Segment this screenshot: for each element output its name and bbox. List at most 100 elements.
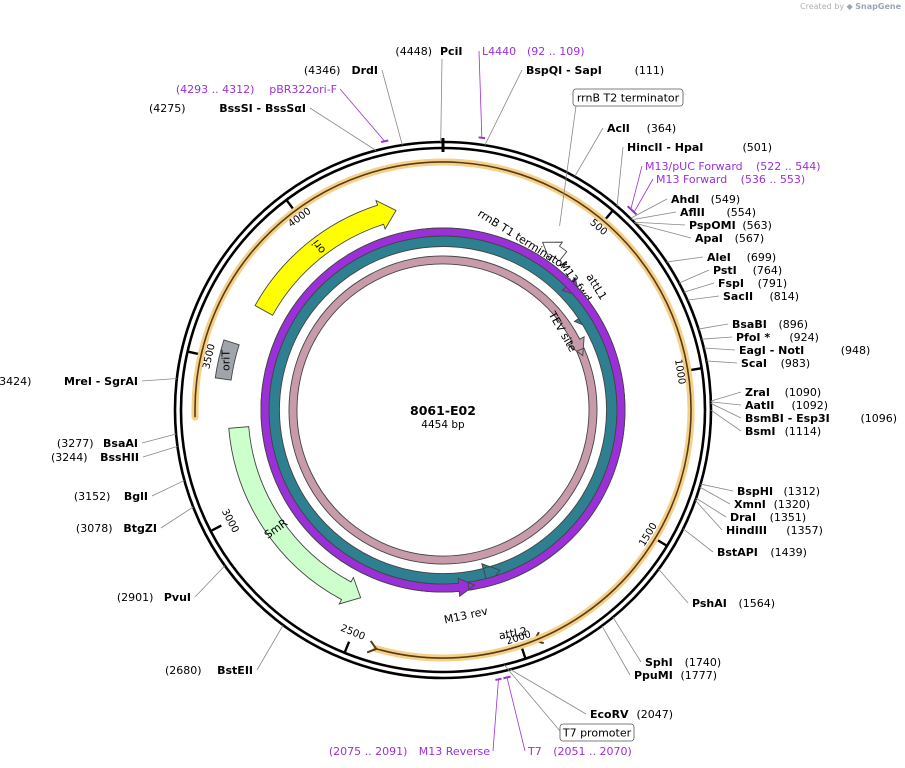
primer-l4440[interactable]: L4440 (92 .. 109): [478, 45, 585, 140]
site-position: (1777): [681, 669, 718, 682]
site-name: AleI: [707, 251, 731, 264]
site-zrai[interactable]: ZraI(1090): [745, 386, 821, 399]
site-leader: [678, 269, 710, 284]
site-position: (4448): [395, 45, 432, 58]
site-leader: [634, 221, 686, 226]
site-bsshii[interactable]: BssHII (3244): [51, 451, 139, 464]
site-leader: [141, 378, 177, 382]
site-leader: [612, 616, 642, 663]
primer-range: (4293 .. 4312): [176, 83, 255, 96]
primer-t7[interactable]: T7(2051 .. 2070): [503, 675, 632, 758]
site-name: SphI: [645, 656, 673, 669]
primer-m13puc[interactable]: M13/pUC Forward(522 .. 544): [627, 160, 821, 213]
site-bspqi[interactable]: BspQI - SapI(111): [526, 64, 664, 77]
center-title: 8061-E02 4454 bp: [410, 403, 476, 431]
plasmid-length: 4454 bp: [421, 419, 465, 431]
site-srgai[interactable]: MreI - SgrAI(3424): [0, 375, 138, 388]
site-leader: [630, 198, 668, 219]
site-fspi[interactable]: FspI(791): [718, 277, 787, 290]
site-pfoi[interactable]: PfoI *(924): [736, 331, 819, 344]
site-leader: [194, 565, 226, 598]
site-btgzi[interactable]: BtgZI(3078): [76, 522, 157, 535]
site-position: (1312): [784, 485, 821, 498]
site-leader: [141, 433, 177, 444]
site-pspomi[interactable]: PspOMI(563): [689, 219, 772, 232]
site-position: (3277): [57, 437, 94, 450]
site-leader: [683, 282, 715, 293]
site-position: (3244): [51, 451, 88, 464]
site-xmni[interactable]: XmnI(1320): [734, 498, 810, 511]
site-bsabi[interactable]: BsaBI(896): [732, 318, 808, 331]
site-leader: [687, 295, 720, 301]
site-hindiii[interactable]: HindIII(1357): [726, 524, 823, 537]
site-aflii[interactable]: AflII(554): [680, 206, 756, 219]
site-bsmbi[interactable]: BsmBI - Esp3I(1096): [745, 412, 897, 425]
site-bsteii[interactable]: BstEII(2680): [165, 664, 253, 677]
site-bstapi[interactable]: BstAPI(1439): [717, 546, 807, 559]
site-psti[interactable]: PstI(764): [713, 264, 782, 277]
site-leader: [256, 624, 284, 671]
site-apai[interactable]: ApaI(567): [695, 232, 764, 245]
site-pshai[interactable]: PshAI(1564): [692, 597, 775, 610]
site-name: BsmI: [745, 425, 776, 438]
site-pcii[interactable]: PciI(4448): [395, 45, 462, 58]
primer-name: M13/pUC Forward: [645, 160, 743, 173]
site-name: AhdI: [671, 193, 699, 206]
watermark-brand: SnapGene: [855, 2, 901, 11]
site-alei[interactable]: AleI(699): [707, 251, 776, 264]
orf-arrow-line[interactable]: [194, 161, 692, 659]
site-pvui[interactable]: PvuI(2901): [117, 591, 191, 604]
site-name: BssHII: [100, 451, 139, 464]
site-bsphi[interactable]: BspHI(1312): [737, 485, 820, 498]
feature-smr[interactable]: SmR: [228, 426, 362, 605]
site-ecorv[interactable]: EcoRV(2047): [590, 708, 673, 721]
primer-range: (92 .. 109): [527, 45, 585, 58]
boxed-label-rrnb-t2[interactable]: rrnB T2 terminator: [572, 88, 684, 107]
primer-name: L4440: [482, 45, 516, 58]
site-name: HindIII: [726, 524, 767, 537]
site-leader: [151, 480, 185, 497]
site-position: (2680): [165, 664, 202, 677]
primer-bar: [503, 675, 511, 680]
site-aatii[interactable]: AatII(1092): [745, 399, 828, 412]
site-bsmi[interactable]: BsmI(1114): [745, 425, 821, 438]
site-hincii[interactable]: HincII - HpaI(501): [627, 141, 772, 154]
site-sphi[interactable]: SphI(1740): [645, 656, 721, 669]
feature-orit[interactable]: oriT: [214, 339, 240, 381]
site-name: PpuMI: [634, 669, 673, 682]
site-position: (1351): [770, 511, 807, 524]
site-bsssi[interactable]: BssSI - BssSαI(4275): [149, 102, 306, 115]
site-name: AatII: [745, 399, 774, 412]
site-bgli[interactable]: BglI(3152): [74, 490, 148, 503]
site-sacii[interactable]: SacII(814): [723, 290, 799, 303]
site-position: (2901): [117, 591, 154, 604]
site-leader: [695, 499, 723, 531]
primer-bar: [495, 677, 502, 681]
site-leader: [484, 69, 523, 146]
site-scai[interactable]: ScaI(983): [741, 357, 810, 370]
site-name: HincII - HpaI: [627, 141, 703, 154]
tick-label: 1000: [672, 358, 687, 385]
site-eagi[interactable]: EagI - NotI(948): [739, 344, 870, 357]
boxed-label-t7-promoter[interactable]: T7 promoter: [559, 723, 635, 742]
site-name: BglI: [124, 490, 148, 503]
site-acli[interactable]: AclI(364): [607, 122, 676, 135]
feature-ori[interactable]: ori: [254, 199, 397, 316]
primer-bar: [478, 136, 486, 140]
site-drdi[interactable]: DrdI(4346): [304, 64, 378, 77]
watermark: Created by ◆ SnapGene: [800, 2, 901, 11]
site-drai[interactable]: DraI(1351): [730, 511, 806, 524]
site-position: (924): [789, 331, 819, 344]
feature-label: M13 rev: [443, 604, 490, 626]
site-name: EcoRV: [590, 708, 629, 721]
primer-m13fwd[interactable]: M13 Forward(536 .. 553): [630, 173, 806, 216]
site-ppumi[interactable]: PpuMI (1777): [634, 669, 717, 682]
site-bsaai[interactable]: BsaAI(3277): [57, 437, 138, 450]
primer-pbr322[interactable]: pBR322ori-F(4293 .. 4312): [176, 83, 389, 144]
site-leader: [695, 497, 727, 518]
site-name: BtgZI: [123, 522, 157, 535]
site-leader: [631, 211, 677, 221]
site-ahdi[interactable]: AhdI(549): [671, 193, 740, 206]
primer-m13rev[interactable]: M13 Reverse(2075 .. 2091): [329, 677, 502, 758]
primer-range: (536 .. 553): [741, 173, 806, 186]
